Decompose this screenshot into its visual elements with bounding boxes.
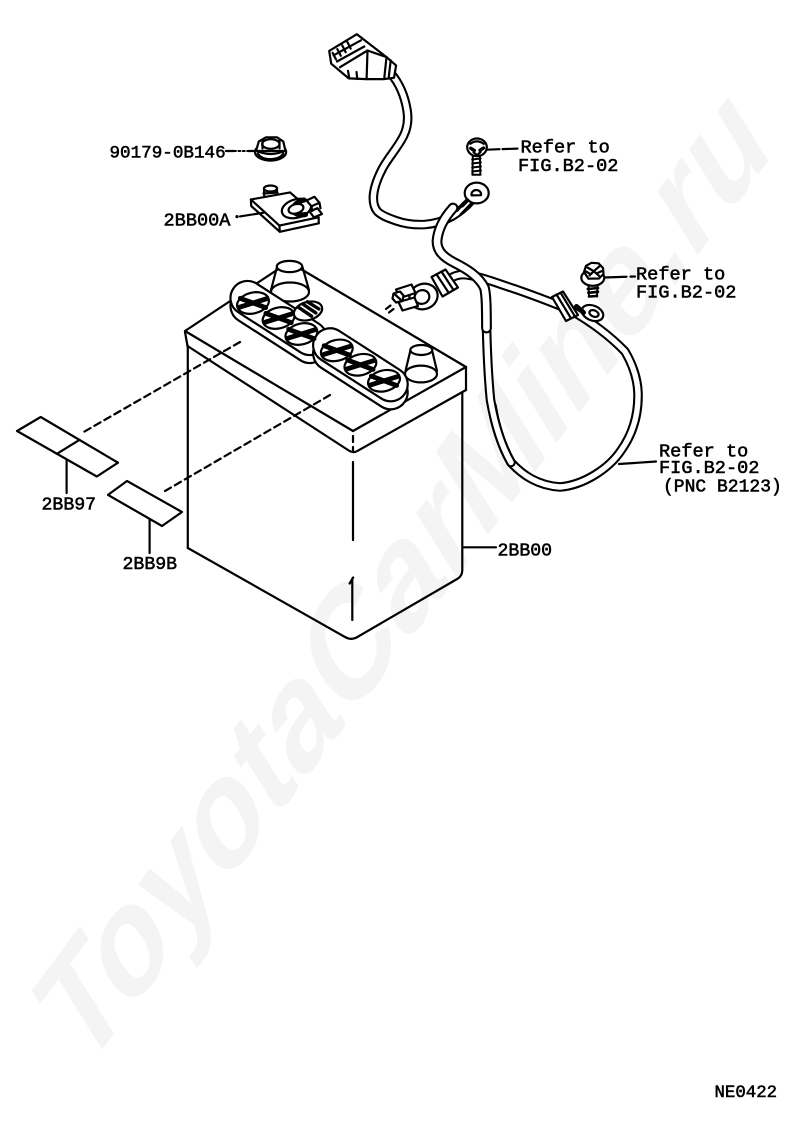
svg-text:Refer to: Refer to <box>659 442 748 463</box>
svg-text:90179-0B146: 90179-0B146 <box>110 144 226 164</box>
svg-text:NE0422: NE0422 <box>715 1084 778 1103</box>
svg-text:FIG.B2-02: FIG.B2-02 <box>659 458 759 479</box>
svg-text:FIG.B2-02: FIG.B2-02 <box>636 283 736 304</box>
svg-text:FIG.B2-02: FIG.B2-02 <box>518 156 618 177</box>
svg-text:Refer to: Refer to <box>521 138 610 159</box>
svg-text:Refer to: Refer to <box>636 265 725 286</box>
svg-text:2BB9B: 2BB9B <box>123 555 178 575</box>
svg-text:2BB00: 2BB00 <box>498 542 553 562</box>
svg-text:2BB00A: 2BB00A <box>164 210 232 231</box>
svg-text:(PNC B2123): (PNC B2123) <box>663 478 782 498</box>
svg-text:2BB97: 2BB97 <box>42 496 97 516</box>
